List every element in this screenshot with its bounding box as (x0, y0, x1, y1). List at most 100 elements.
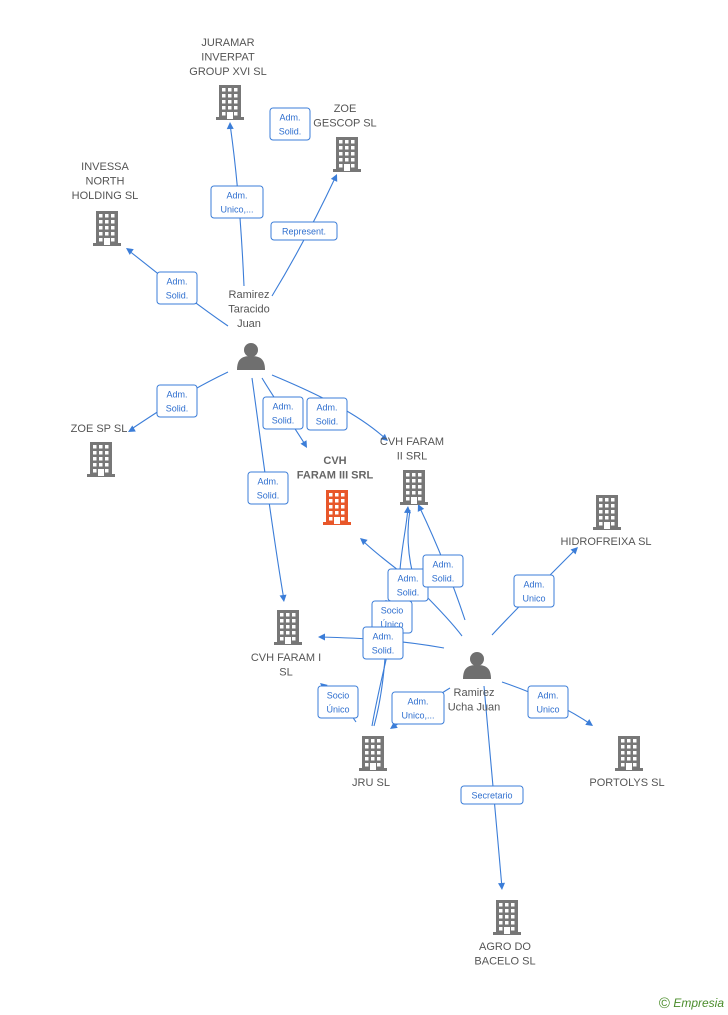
arrowhead-icon (279, 594, 287, 602)
node-label: INVERPAT (201, 52, 255, 64)
building-icon (333, 137, 361, 172)
node-invessa[interactable]: INVESSA NORTH HOLDING SL (72, 161, 139, 246)
relation-label-box (391, 691, 445, 725)
relation-label-text: Adm. (537, 691, 558, 701)
relation-label-box (247, 471, 289, 505)
relation-label-text: Adm. (523, 580, 544, 590)
edge-line (361, 539, 399, 571)
relation-label-text: Solid. (372, 646, 395, 656)
relation-label-text: Socio (327, 691, 350, 701)
building-icon (93, 211, 121, 246)
node-label: SL (279, 667, 292, 679)
relation-label[interactable]: Adm.Solid. (362, 626, 404, 660)
arrowhead-icon (330, 174, 338, 182)
relation-label-text: Represent. (282, 227, 326, 237)
relation-label-text: Solid. (166, 404, 189, 414)
relation-label[interactable]: Adm. Solid. (247, 471, 289, 505)
node-label: JRU SL (352, 777, 390, 789)
node-cvh-faram-ii[interactable]: CVH FARAM II SRL (380, 436, 444, 505)
node-zoe-gescop[interactable]: ZOE GESCOP SL (313, 103, 377, 172)
relation-label-text: Solid. (432, 574, 455, 584)
relation-label-text: Adm. (166, 390, 187, 400)
node-label: Juan (237, 318, 261, 330)
relation-label[interactable]: Adm.Solid. (156, 271, 198, 305)
relation-label[interactable]: Adm.Unico,... (391, 691, 445, 725)
relation-label[interactable]: Adm. Solid. (422, 554, 464, 588)
relation-label[interactable]: Adm.Unico,... (210, 185, 264, 219)
arrowhead-icon (390, 722, 398, 729)
node-label: ZOE (334, 103, 357, 115)
building-icon (615, 736, 643, 771)
arrowhead-icon (380, 433, 388, 441)
arrowhead-icon (417, 504, 425, 512)
arrowhead-icon (585, 719, 593, 726)
relation-label[interactable]: Represent. (270, 221, 338, 241)
relation-label-box (317, 685, 359, 719)
relation-label-text: Solid. (257, 491, 280, 501)
node-label: II SRL (397, 451, 428, 463)
relation-label[interactable]: Adm.Solid. (306, 397, 348, 431)
node-label: HOLDING SL (72, 190, 139, 202)
relation-label-text: Adm. (226, 191, 247, 201)
node-label: CVH FARAM (380, 436, 444, 448)
relation-label-text: Unico (536, 705, 559, 715)
node-hidrofreixa[interactable]: HIDROFREIXA SL (560, 495, 652, 548)
relation-label-box (269, 107, 311, 141)
building-icon (359, 736, 387, 771)
node-juramar[interactable]: JURAMAR INVERPAT GROUP XVI SL (189, 37, 267, 120)
arrowhead-icon (226, 122, 234, 130)
node-label: CVH (323, 455, 346, 467)
node-label: INVESSA (81, 161, 129, 173)
edge-line (399, 507, 409, 571)
relation-label-box (156, 384, 198, 418)
node-label: NORTH (86, 176, 125, 188)
relation-label-text: Adm. (432, 560, 453, 570)
relation-label-text: Único (326, 705, 349, 715)
node-label: Ramirez (229, 289, 270, 301)
person-icon (237, 343, 265, 370)
person-icon (463, 652, 491, 679)
node-cvh-faram-i[interactable]: CVH FARAM I SL (251, 610, 321, 679)
relation-label-box (422, 554, 464, 588)
nodes-layer: JURAMAR INVERPAT GROUP XVI SL ZOE GESCOP SL I… (71, 37, 665, 968)
node-portolys[interactable]: PORTOLYS SL (589, 736, 665, 789)
building-icon (216, 85, 244, 120)
relation-label-text: Secretario (471, 791, 512, 801)
relation-label[interactable]: Adm. Solid. (156, 384, 198, 418)
relation-label[interactable]: Secretario (460, 785, 524, 805)
building-icon (493, 900, 521, 935)
node-label: BACELO SL (474, 956, 535, 968)
relation-label[interactable]: Adm.Solid. (387, 568, 429, 602)
building-icon (323, 490, 351, 525)
node-label: CVH FARAM I (251, 652, 321, 664)
relation-label[interactable]: Adm.Solid. (262, 396, 304, 430)
node-jru[interactable]: JRU SL (352, 736, 390, 789)
relation-label[interactable]: Adm. Unico (527, 685, 569, 719)
node-cvh-faram-iii[interactable]: CVH FARAM III SRL (297, 455, 374, 525)
node-zoe-sp[interactable]: ZOE SP SL (71, 423, 128, 477)
node-label: GESCOP SL (313, 118, 376, 130)
node-label: JURAMAR (201, 37, 254, 49)
relation-label[interactable]: Adm.Unico (513, 574, 555, 608)
relation-label-text: Adm. (257, 477, 278, 487)
arrowhead-icon (128, 425, 136, 432)
relation-label[interactable]: Adm.Solid. (269, 107, 311, 141)
arrowhead-icon (126, 248, 134, 255)
relation-label-text: Único (380, 620, 403, 630)
relation-label-text: Unico,... (401, 711, 434, 721)
relation-label-text: Socio (381, 606, 404, 616)
relation-label-text: Solid. (279, 127, 302, 137)
relation-label-box (460, 785, 524, 805)
relation-label-text: Solid. (166, 291, 189, 301)
node-label: FARAM III SRL (297, 470, 374, 482)
node-label: GROUP XVI SL (189, 66, 266, 78)
node-label: HIDROFREIXA SL (560, 536, 651, 548)
empresia-credit[interactable]: © Empresia (659, 995, 724, 1012)
building-icon (274, 610, 302, 645)
arrowhead-icon (300, 440, 307, 448)
